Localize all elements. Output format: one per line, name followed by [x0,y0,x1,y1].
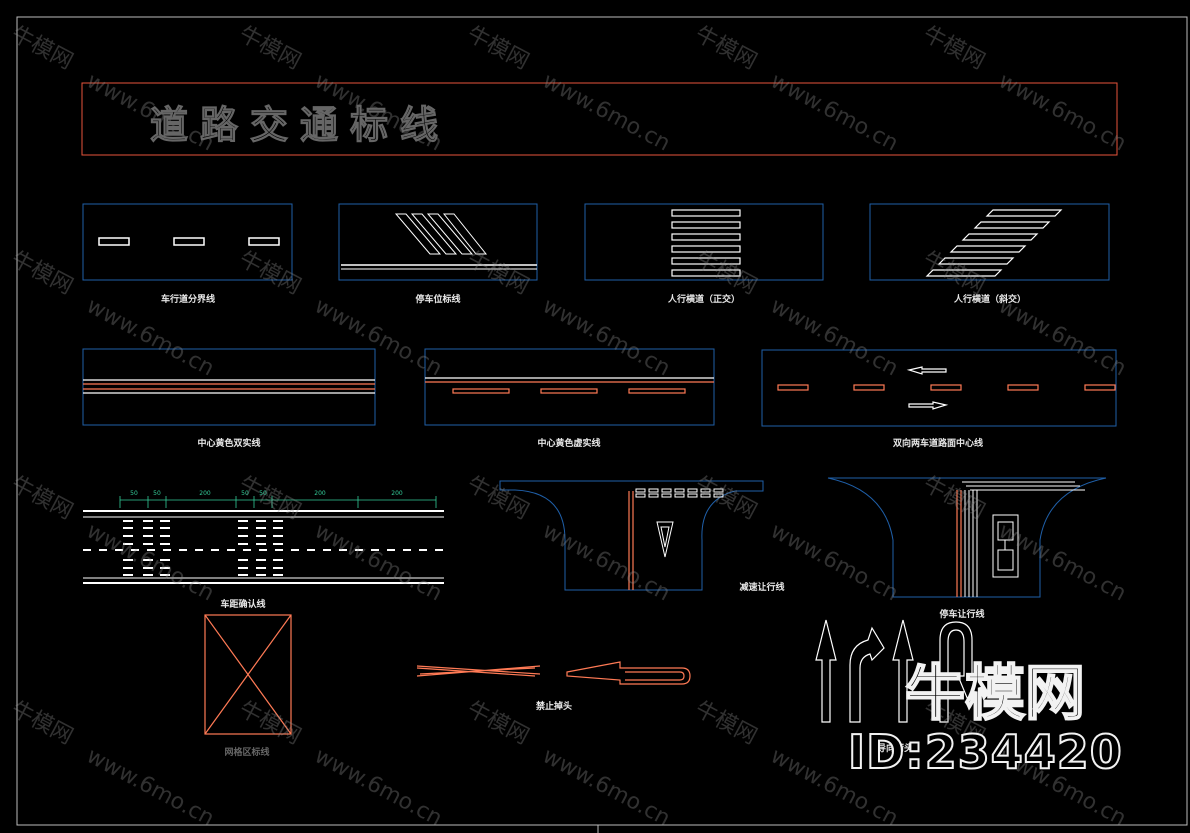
dimension-label: 50 [241,490,249,497]
dimension-label: 50 [130,490,138,497]
lane-confirm-drawing [83,496,444,584]
yield-stop-drawing [827,477,1107,598]
caption-lane-confirm: 车距确认线 [220,600,266,610]
dimension-label: 50 [153,490,161,497]
page-title: 道路交通标线 [149,102,451,148]
lane-divider-box [82,203,293,281]
no-uturn-drawing [416,661,691,685]
drawing-frame [16,16,1188,826]
dimension-label: 200 [391,490,403,497]
crosswalk-straight-stripes [671,209,741,277]
lane-divider-dashes [98,237,280,246]
center-double-solid-box [82,348,376,426]
center-dashed-lines [425,377,714,394]
caption-center-dashed: 中心黄色虚实线 [537,439,601,449]
crosswalk-straight-box [584,203,824,281]
yield-slow-drawing [499,480,764,591]
caption-crosswalk-oblique: 人行横道（斜交） [953,295,1027,305]
center-dashed-box [424,348,715,426]
caption-parking-line: 停车位标线 [415,295,461,305]
caption-yield-slow: 减速让行线 [739,583,785,593]
caption-yield-stop: 停车让行线 [939,610,985,620]
crosswalk-oblique-box [869,203,1110,281]
caption-guide-arrows: 导向箭头 [876,744,914,754]
brand-id: ID:234420 [847,724,1123,780]
dimension-label: 200 [199,490,211,497]
grid-area-drawing [204,614,292,735]
parking-line-stripes [341,213,537,270]
caption-lane-divider: 车行道分界线 [160,295,216,305]
brand-logo: 牛模网 [904,658,1086,730]
dimension-label: 50 [259,490,267,497]
caption-center-double-solid: 中心黄色双实线 [197,439,261,449]
two-way-center-box [761,349,1117,427]
dimension-label: 200 [314,490,326,497]
two-way-center-lines [777,366,1116,410]
parking-line-box [338,203,538,281]
guide-arrows-drawing [815,619,979,723]
center-double-solid-lines [83,379,375,394]
caption-no-uturn: 禁止掉头 [535,702,573,712]
caption-grid-area: 网格区标线 [224,748,270,758]
caption-two-way-center: 双向两车道路面中心线 [892,439,984,449]
caption-crosswalk-straight: 人行横道（正交） [667,295,741,305]
crosswalk-oblique-stripes [925,209,1063,277]
title-box [81,82,1118,156]
